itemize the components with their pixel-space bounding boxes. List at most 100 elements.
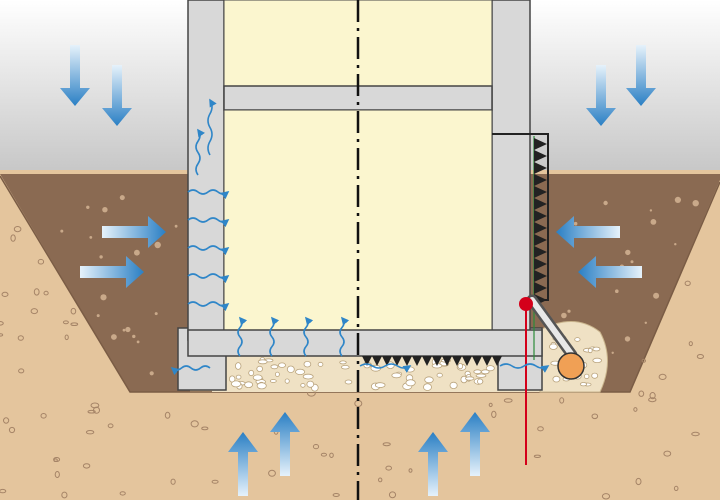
wavy-arrow-icon — [187, 273, 230, 284]
gravel-stone — [295, 368, 306, 375]
backfill-grain — [644, 321, 647, 324]
gravel-stone — [574, 337, 581, 342]
drain-connector-inner — [529, 297, 575, 358]
gravel-stone — [235, 374, 242, 380]
gravel-stone — [587, 347, 593, 354]
soil-grain — [64, 334, 69, 341]
membrane-tooth — [452, 356, 462, 366]
backfill-grain — [125, 326, 131, 333]
gravel-stone — [591, 372, 599, 379]
backfill-grain — [99, 255, 103, 259]
wall-left — [187, 0, 225, 341]
backfill-grain — [111, 334, 117, 340]
wavy-arrow-icon — [195, 128, 205, 176]
floor-slab-basement — [187, 329, 543, 357]
gravel-stone — [302, 373, 314, 380]
interior-basement — [223, 109, 493, 331]
gravel-stone — [476, 378, 484, 385]
wavy-arrow-icon — [187, 189, 230, 200]
backfill-grain — [625, 249, 631, 256]
membrane-tooth — [432, 356, 442, 366]
backfill-grain — [174, 224, 178, 228]
gravel-stone — [339, 360, 347, 365]
soil-grain — [559, 397, 565, 404]
soil-grain — [382, 442, 391, 447]
dimple — [534, 258, 547, 270]
soil-grain — [62, 320, 69, 325]
gravel-stone — [317, 361, 324, 367]
gravel-stone — [592, 357, 602, 363]
down-arrow-icon — [60, 45, 90, 106]
membrane-tooth — [462, 356, 472, 366]
soil-grain — [17, 335, 24, 341]
backfill-grain — [132, 334, 136, 339]
soil-grain — [1, 291, 9, 297]
soil-grain — [70, 322, 79, 327]
soil-grain — [37, 258, 45, 265]
dimple — [534, 222, 547, 234]
soil-grain — [537, 426, 544, 432]
gravel-stone — [344, 379, 353, 385]
backfill-grain — [149, 371, 154, 376]
gravel-stone — [465, 376, 475, 381]
gravel-stone — [449, 381, 458, 389]
soil-grain — [13, 226, 22, 233]
dimple — [534, 234, 547, 246]
soil-grain — [641, 358, 646, 363]
soil-grain — [663, 450, 672, 457]
backfill-grain — [692, 200, 699, 207]
gravel-stone — [269, 379, 277, 383]
backfill-grain — [86, 205, 90, 209]
backfill-grain — [96, 314, 100, 318]
gravel-stone — [485, 365, 495, 372]
soil-grain — [40, 413, 47, 419]
backfill-grain — [119, 195, 125, 201]
backfill-grain — [653, 292, 660, 299]
wavy-arrow-icon — [237, 316, 248, 357]
soil-grain — [211, 479, 219, 484]
soil-grain — [591, 413, 599, 420]
wavy-arrow-icon — [187, 301, 230, 312]
soil-grain — [635, 477, 642, 486]
backfill-grain — [674, 196, 682, 203]
soil-grain — [332, 493, 340, 497]
wall-right — [491, 0, 531, 341]
soil-grain — [3, 417, 10, 424]
membrane-tooth — [402, 356, 412, 366]
wavy-arrow-icon — [499, 363, 550, 373]
dimple — [534, 150, 547, 162]
backfill-grain — [134, 249, 140, 256]
down-arrow-icon — [626, 45, 656, 106]
soil-grain — [649, 392, 656, 400]
soil-grain — [164, 411, 171, 419]
gravel-stone — [584, 373, 590, 380]
soil-grain — [385, 465, 393, 471]
left-arrow-icon — [556, 216, 620, 248]
soil-grain — [93, 406, 100, 414]
soil-grain — [201, 426, 209, 431]
membrane-tooth — [382, 356, 392, 366]
gravel-bed — [212, 356, 550, 392]
soil-grain — [85, 430, 95, 435]
gravel-stone — [274, 371, 280, 377]
backfill-grain — [100, 294, 107, 301]
gravel-stone — [231, 380, 242, 388]
gravel-stone — [234, 362, 242, 370]
dimple — [534, 162, 547, 174]
gravel-stone — [549, 343, 558, 350]
wavy-arrow-icon — [170, 365, 211, 376]
dimple — [534, 198, 547, 210]
right-arrow-icon — [102, 216, 166, 248]
soil-grain — [658, 373, 667, 380]
gravel-stone — [436, 372, 443, 378]
up-arrow-icon — [228, 432, 258, 496]
gravel-stone — [340, 365, 350, 370]
wavy-arrow-icon — [187, 217, 230, 228]
dimple — [534, 186, 547, 198]
gravel-stone — [405, 379, 416, 387]
gravel-stone — [284, 378, 290, 384]
soil-grain — [691, 431, 700, 437]
wavy-arrow-icon — [207, 98, 217, 156]
soil-grain — [30, 308, 38, 315]
soil-grain — [696, 354, 705, 359]
